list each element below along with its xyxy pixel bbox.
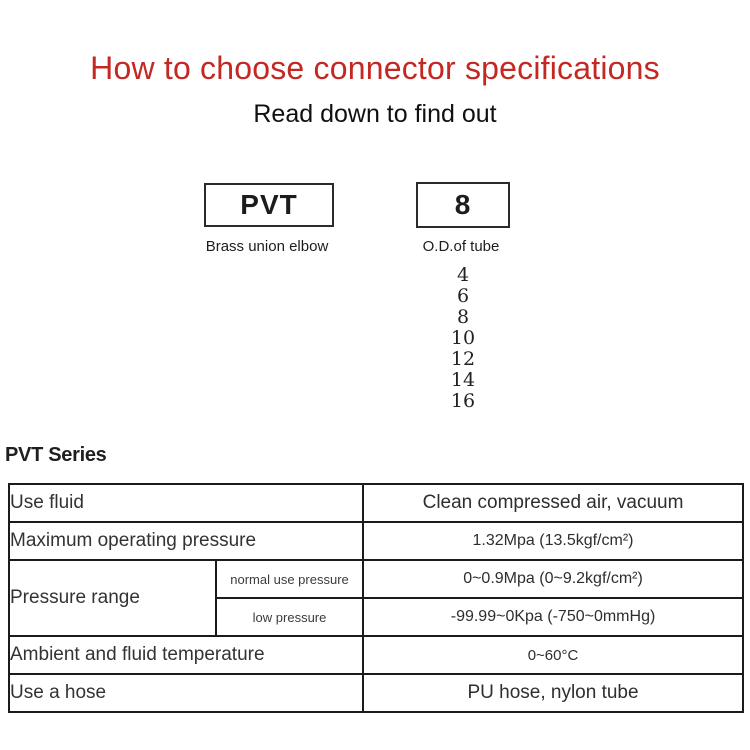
model-code-box: PVT (204, 183, 334, 227)
page-title: How to choose connector specifications (90, 50, 660, 86)
spec-label-cell: Use fluid (7, 483, 365, 523)
size-code: 8 (454, 189, 472, 220)
model-code: PVT (240, 189, 298, 220)
spec-value-cell: 1.32Mpa (13.5kgf/cm²) (362, 521, 745, 561)
size-code-box: 8 (416, 182, 510, 228)
spec-label-cell: Pressure range (8, 559, 217, 637)
spec-value-cell: 0~0.9Mpa (0~9.2kgf/cm²) (362, 559, 745, 599)
table-row: low pressure -99.99~0Kpa (-750~0mmHg) (9, 597, 745, 637)
spec-label-cell: Use a hose (7, 673, 365, 713)
table-row: Use a hose PU hose, nylon tube (7, 673, 745, 713)
tube-size-option: 16 (450, 390, 476, 412)
tube-size-option: 14 (450, 369, 476, 391)
table-row: Pressure range normal use pressure 0~0.9… (8, 559, 745, 637)
tube-size-option: 4 (456, 264, 470, 286)
tube-size-option: 8 (456, 306, 470, 328)
spec-sublabel-cell: normal use pressure (214, 559, 365, 599)
tube-size-option: 10 (450, 327, 476, 349)
tube-size-option: 6 (456, 285, 470, 307)
spec-table: Use fluid Clean compressed air, vacuum M… (7, 483, 745, 713)
spec-sublabel-cell: low pressure (214, 597, 365, 637)
series-heading: PVT Series (5, 444, 107, 466)
page-subtitle: Read down to find out (253, 100, 497, 128)
spec-value-cell: PU hose, nylon tube (362, 673, 745, 713)
size-code-caption: O.D.of tube (422, 238, 500, 255)
table-row: Maximum operating pressure 1.32Mpa (13.5… (7, 521, 745, 561)
spec-value-cell: 0~60°C (362, 635, 745, 675)
spec-value-cell: -99.99~0Kpa (-750~0mmHg) (362, 597, 745, 637)
table-row: Ambient and fluid temperature 0~60°C (7, 635, 745, 675)
spec-label-cell: Ambient and fluid temperature (7, 635, 365, 675)
spec-label-cell: Maximum operating pressure (7, 521, 365, 561)
tube-size-option: 12 (450, 348, 476, 370)
tube-size-list: 4 6 8 10 12 14 16 (416, 265, 510, 412)
model-code-caption: Brass union elbow (205, 238, 329, 255)
spec-value-cell: Clean compressed air, vacuum (362, 483, 745, 523)
table-row: Use fluid Clean compressed air, vacuum (7, 483, 745, 523)
